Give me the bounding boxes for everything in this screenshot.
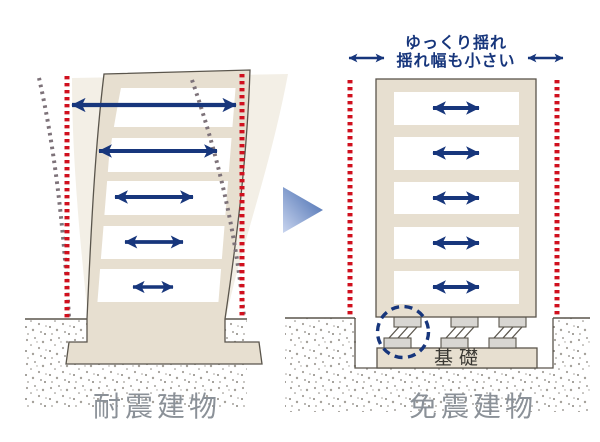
right-panel: 基礎 [285, 34, 590, 423]
foundation-label: 基礎 [434, 347, 484, 369]
isolation-bearings [383, 316, 527, 349]
transition-arrow [283, 187, 323, 233]
caption-line1: ゆっくり揺れ [405, 34, 507, 52]
floor-sway-arrows-left [71, 97, 237, 294]
bearing-highlight-circle [375, 304, 431, 360]
bearing-3 [488, 316, 527, 349]
left-panel-label: 耐震建物 [93, 391, 221, 423]
bearing-1 [383, 316, 422, 349]
floor-sway-arrows-right [432, 101, 480, 294]
left-panel: 耐震建物 [25, 69, 288, 423]
floor-bands-right [394, 92, 519, 304]
caption: ゆっくり揺れ 揺れ幅も小さい [348, 34, 564, 70]
right-panel-label: 免震建物 [409, 391, 537, 423]
caption-line2: 揺れ幅も小さい [396, 51, 515, 70]
